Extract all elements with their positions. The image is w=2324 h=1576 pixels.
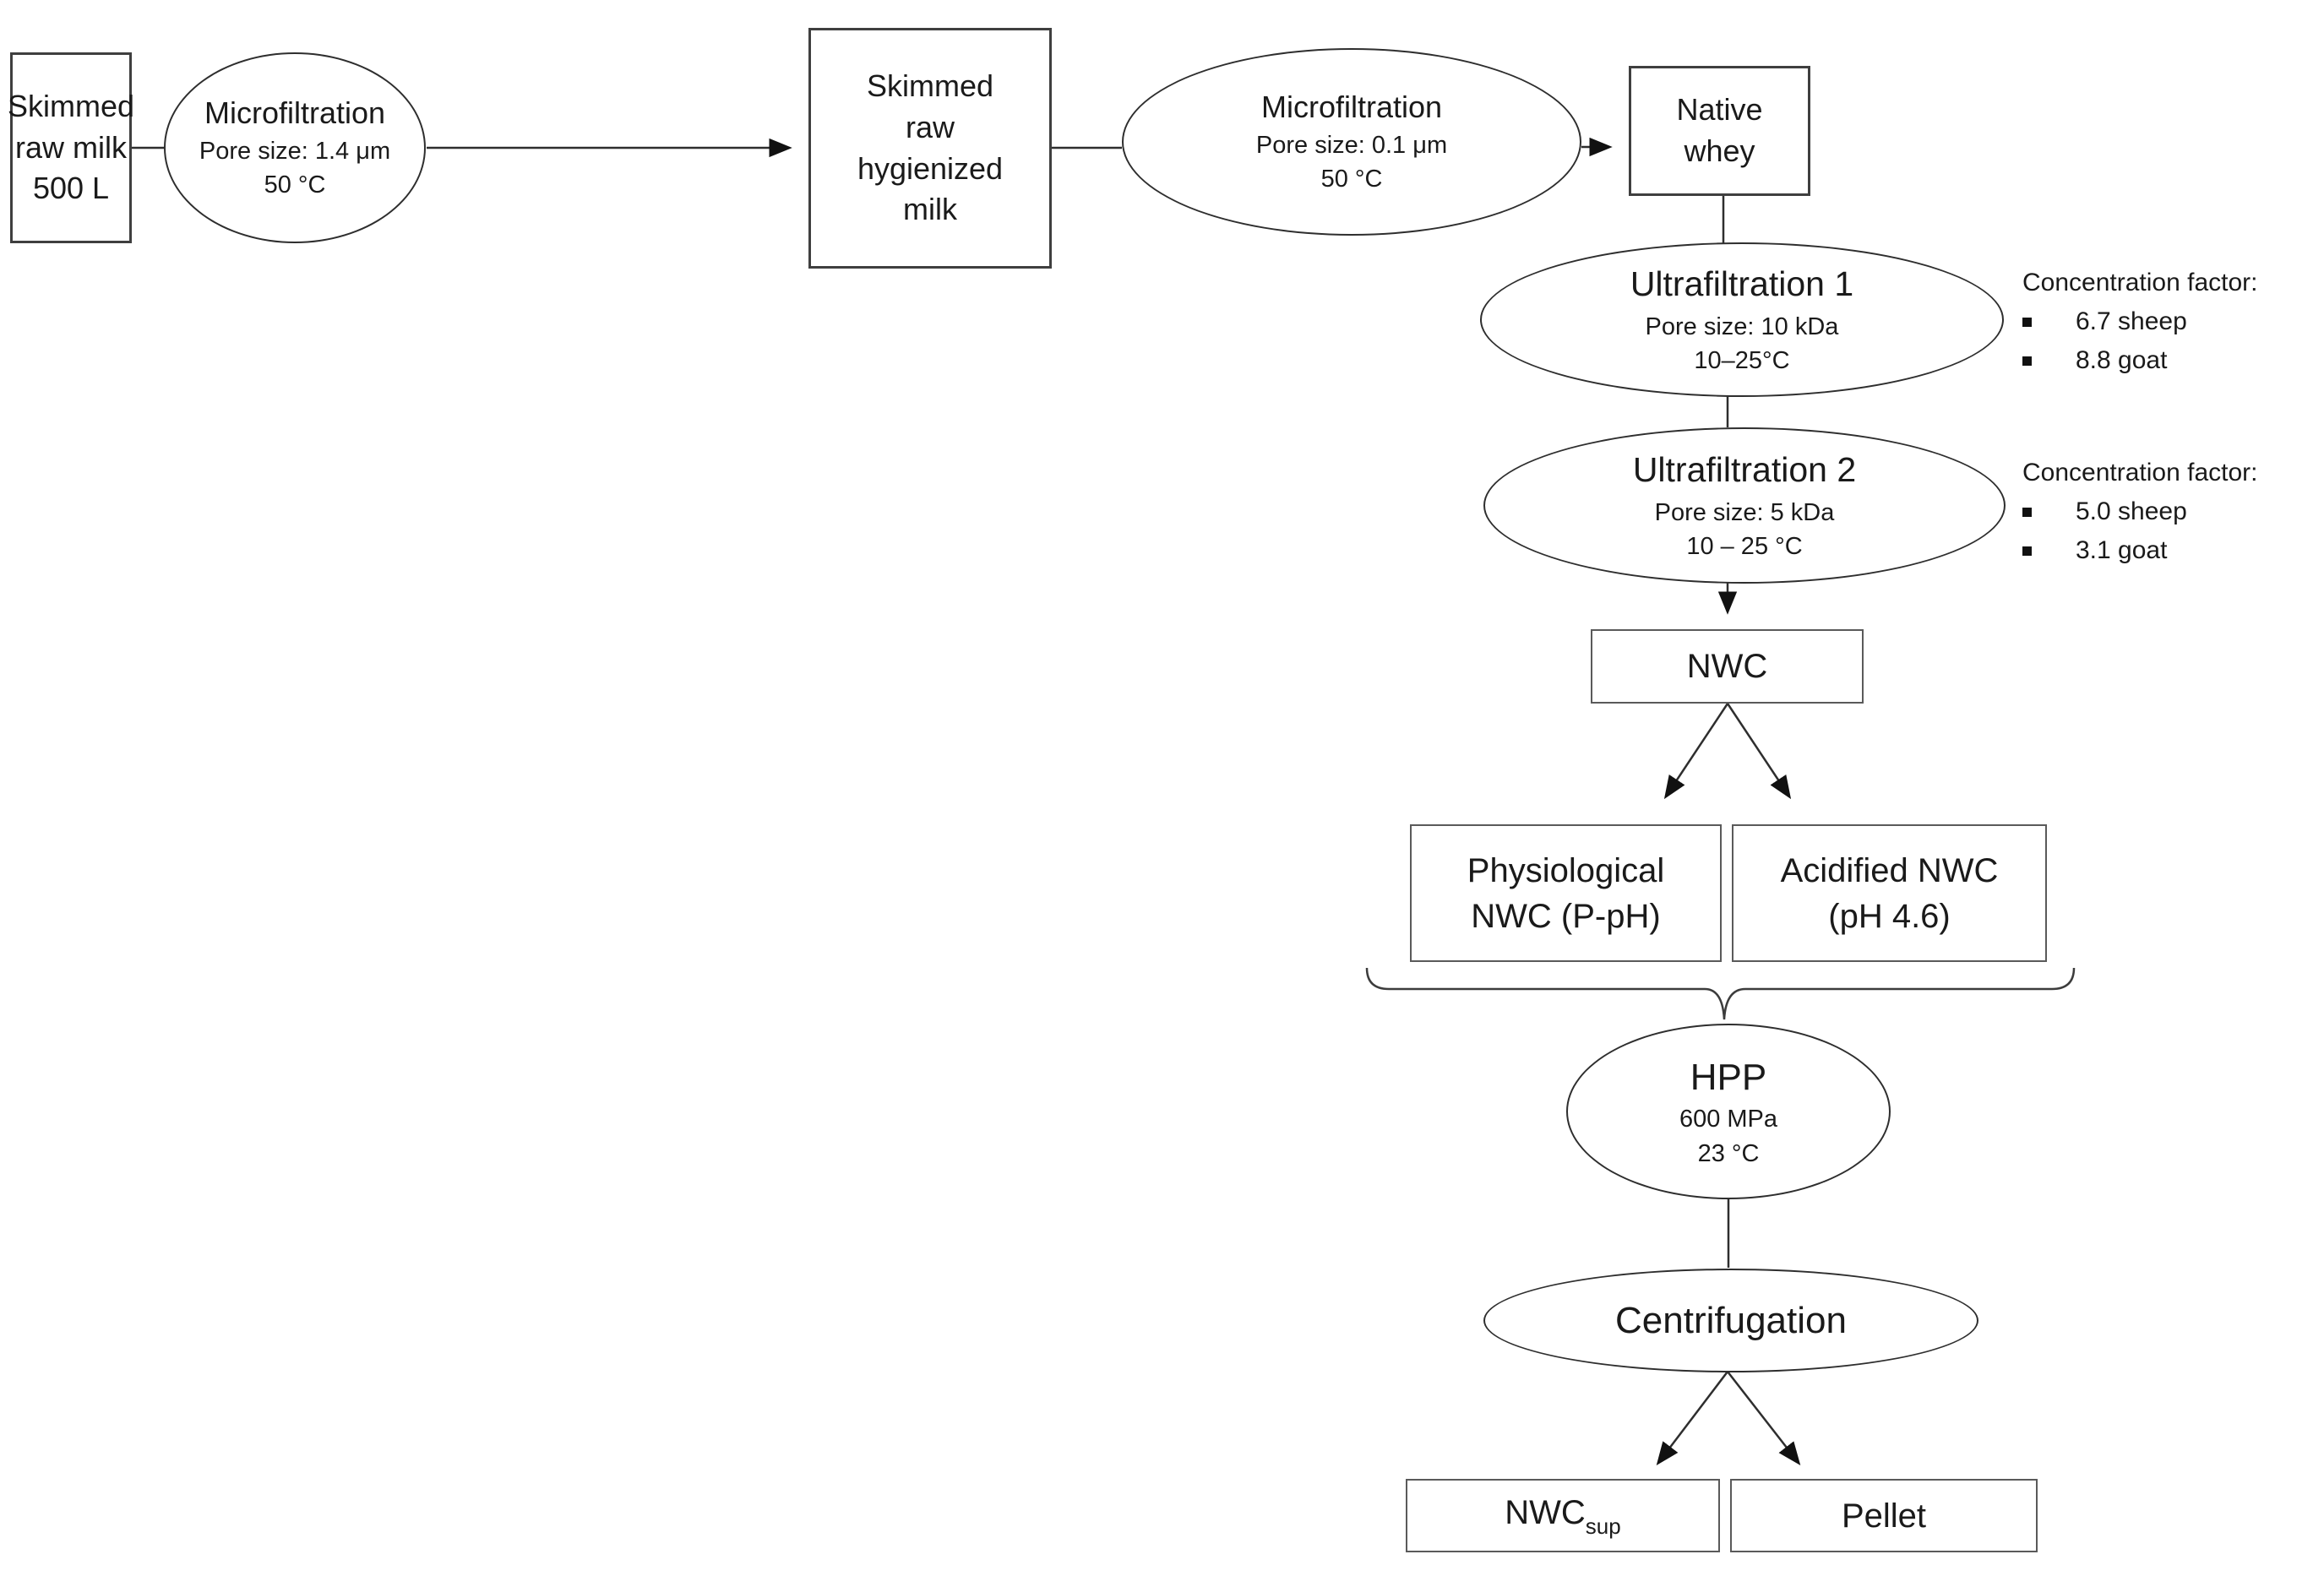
process-detail: 10 – 25 °C [1686, 533, 1803, 561]
arrow-nwc-to-acidified [1726, 703, 1792, 800]
node-label: NWCsup [1505, 1490, 1620, 1541]
process-detail: 50 °C [264, 171, 326, 199]
node-label: NWC [1686, 648, 1768, 685]
uf2-concentration-note: Concentration factor: 5.0 sheep 3.1 goat [2022, 460, 2257, 577]
node-pellet: Pellet [1730, 1479, 2038, 1552]
process-title: Centrifugation [1615, 1299, 1847, 1341]
node-label: (pH 4.6) [1828, 897, 1951, 935]
node-label: whey [1684, 133, 1755, 168]
note-item-label: 8.8 goat [2076, 346, 2168, 374]
process-title: Microfiltration [1260, 90, 1443, 125]
note-item-label: 5.0 sheep [2076, 497, 2187, 525]
note-item-label: 3.1 goat [2076, 536, 2168, 564]
bullet-square-icon [2022, 356, 2032, 366]
note-item: 3.1 goat [2022, 538, 2257, 563]
process-detail: 50 °C [1320, 166, 1383, 193]
node-physiological-nwc: Physiological NWC (P-pH) [1410, 824, 1722, 962]
process-title: Ultrafiltration 2 [1632, 450, 1857, 490]
node-ultrafiltration-2: Ultrafiltration 2 Pore size: 5 kDa 10 – … [1483, 427, 2006, 584]
brace-nwc-variants-to-hpp [1365, 967, 2076, 1020]
process-detail: 23 °C [1697, 1139, 1760, 1167]
process-detail: Pore size: 5 kDa [1654, 498, 1835, 526]
node-label: raw milk [15, 129, 127, 165]
node-native-whey: Native whey [1629, 66, 1810, 196]
process-title: Ultrafiltration 1 [1630, 264, 1854, 304]
node-ultrafiltration-1: Ultrafiltration 1 Pore size: 10 kDa 10–2… [1480, 242, 2004, 397]
node-label: NWC (P-pH) [1471, 897, 1661, 935]
node-nwc: NWC [1591, 629, 1864, 704]
arrow-centrifugation-to-nwcsup [1656, 1371, 1728, 1465]
note-item-label: 6.7 sheep [2076, 307, 2187, 335]
node-label: Pellet [1841, 1497, 1927, 1535]
node-label: Skimmed [866, 68, 994, 104]
process-detail: 600 MPa [1679, 1106, 1778, 1133]
node-label: Native [1676, 92, 1763, 128]
node-centrifugation: Centrifugation [1483, 1269, 1978, 1372]
arrow-centrifugation-to-pellet [1727, 1371, 1801, 1465]
node-acidified-nwc: Acidified NWC (pH 4.6) [1732, 824, 2047, 962]
note-item: 5.0 sheep [2022, 499, 2257, 524]
note-header: Concentration factor: [2022, 459, 2258, 486]
node-skimmed-raw-milk: Skimmed raw milk 500 L [7, 52, 135, 243]
node-skimmed-raw-hygienized-milk: Skimmed raw hygienized milk [808, 28, 1052, 269]
node-label: raw [905, 109, 955, 144]
node-hpp: HPP 600 MPa 23 °C [1566, 1024, 1891, 1199]
bullet-square-icon [2022, 317, 2032, 327]
process-detail: 10–25°C [1694, 347, 1790, 375]
nwc-sup-base: NWC [1505, 1493, 1586, 1531]
bullet-square-icon [2022, 507, 2032, 517]
node-label: 500 L [32, 171, 110, 206]
process-title: Microfiltration [204, 95, 386, 131]
arrow-nwc-to-physiological [1663, 703, 1729, 800]
note-item: 8.8 goat [2022, 348, 2257, 373]
node-microfiltration-2: Microfiltration Pore size: 0.1 μm 50 °C [1122, 48, 1581, 236]
bullet-square-icon [2022, 546, 2032, 556]
nwc-sup-subscript: sup [1585, 1513, 1621, 1539]
node-label: Skimmed [7, 89, 135, 124]
node-nwc-supernatant: NWCsup [1406, 1479, 1720, 1552]
node-label: Acidified NWC [1780, 851, 1999, 889]
process-title: HPP [1690, 1056, 1767, 1098]
process-detail: Pore size: 0.1 μm [1255, 131, 1448, 159]
note-header: Concentration factor: [2022, 269, 2258, 296]
process-detail: Pore size: 1.4 μm [199, 137, 391, 165]
node-label: hygienized [857, 150, 1004, 186]
node-label: milk [903, 192, 957, 227]
node-microfiltration-1: Microfiltration Pore size: 1.4 μm 50 °C [164, 52, 426, 243]
note-item: 6.7 sheep [2022, 309, 2257, 334]
uf1-concentration-note: Concentration factor: 6.7 sheep 8.8 goat [2022, 270, 2257, 387]
node-label: Physiological [1467, 851, 1665, 889]
process-detail: Pore size: 10 kDa [1645, 312, 1839, 340]
